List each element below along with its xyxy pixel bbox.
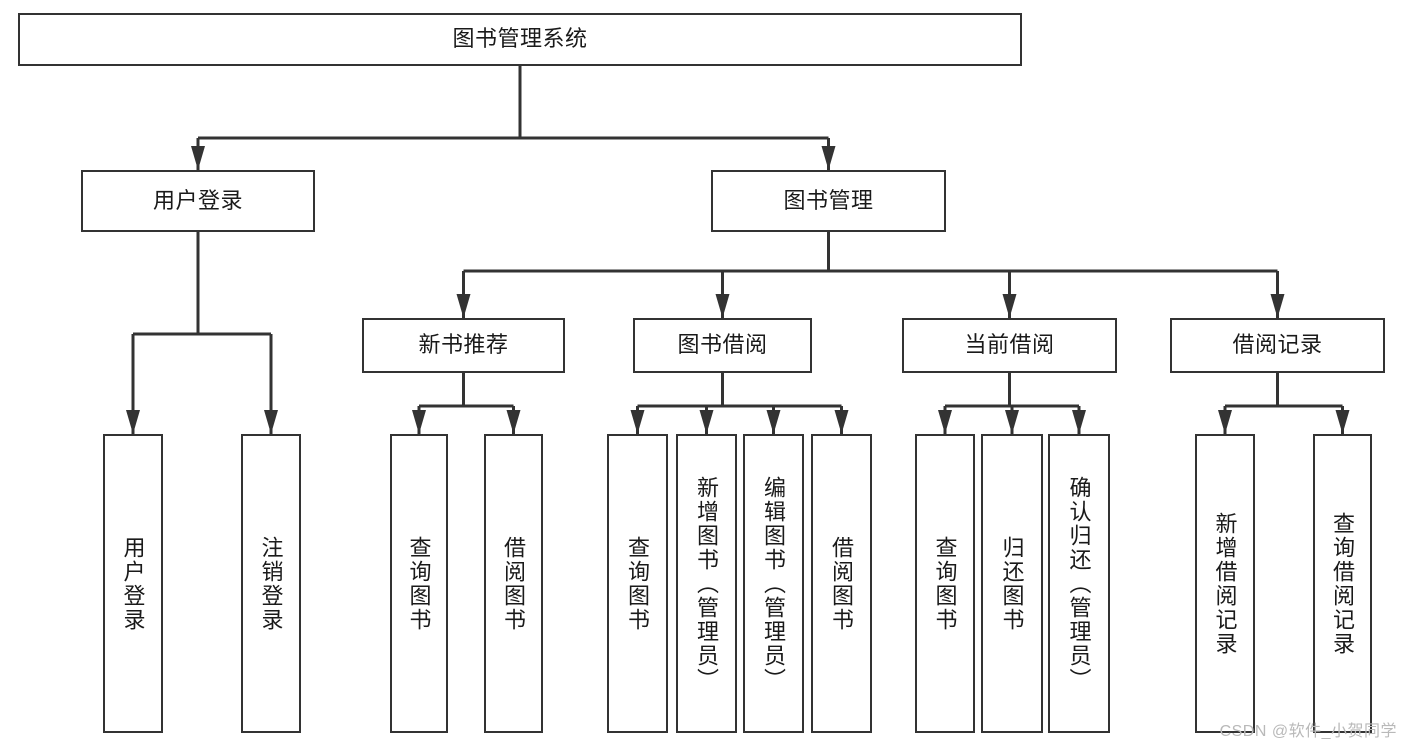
node-label: 图书管理系统: [452, 26, 588, 52]
node-l_qbook3[interactable]: 查询图书: [915, 434, 975, 733]
node-borrow[interactable]: 图书借阅: [633, 318, 812, 373]
node-l_logout[interactable]: 注销登录: [241, 434, 301, 733]
arrow-head: [191, 146, 205, 170]
arrow-head: [456, 294, 471, 318]
node-l_confirm[interactable]: 确认归还（管理员）: [1048, 434, 1110, 733]
arrow-head: [1335, 410, 1350, 434]
node-l_qbook1[interactable]: 查询图书: [390, 434, 448, 733]
node-l_login[interactable]: 用户登录: [103, 434, 163, 733]
node-label: 确认归还（管理员）: [1066, 475, 1092, 692]
node-label: 查询图书: [625, 535, 651, 632]
node-label: 查询图书: [406, 535, 432, 632]
node-label: 归还图书: [999, 535, 1025, 632]
arrow-head: [1218, 410, 1232, 434]
arrow-head: [1005, 410, 1019, 434]
node-label: 用户登录: [152, 187, 243, 213]
node-l_bbook2[interactable]: 借阅图书: [811, 434, 872, 733]
node-label: 新增借阅记录: [1212, 511, 1238, 656]
node-label: 注销登录: [258, 535, 284, 632]
node-label: 当前借阅: [964, 332, 1055, 358]
arrow-head: [506, 410, 521, 434]
node-label: 新增图书（管理员）: [694, 475, 720, 692]
arrow-head: [264, 410, 278, 434]
node-label: 查询借阅记录: [1330, 511, 1356, 656]
node-l_addbook[interactable]: 新增图书（管理员）: [676, 434, 737, 733]
node-l_bbook1[interactable]: 借阅图书: [484, 434, 543, 733]
node-current[interactable]: 当前借阅: [902, 318, 1117, 373]
watermark-label: CSDN @软件_小贺同学: [1219, 723, 1397, 740]
arrow-head: [1270, 294, 1285, 318]
node-label: 查询图书: [932, 535, 958, 632]
node-l_editbook[interactable]: 编辑图书（管理员）: [743, 434, 804, 733]
node-login[interactable]: 用户登录: [81, 170, 315, 232]
node-root[interactable]: 图书管理系统: [18, 13, 1022, 66]
arrow-head: [821, 146, 836, 170]
arrow-head: [126, 410, 140, 434]
arrow-head: [699, 410, 714, 434]
node-bookmgmt[interactable]: 图书管理: [711, 170, 946, 232]
node-records[interactable]: 借阅记录: [1170, 318, 1385, 373]
node-newrec[interactable]: 新书推荐: [362, 318, 565, 373]
arrow-head: [630, 410, 645, 434]
node-l_qrec[interactable]: 查询借阅记录: [1313, 434, 1372, 733]
node-l_qbook2[interactable]: 查询图书: [607, 434, 668, 733]
node-label: 用户登录: [120, 535, 146, 632]
node-label: 编辑图书（管理员）: [761, 475, 787, 692]
node-label: 借阅记录: [1232, 332, 1323, 358]
node-label: 借阅图书: [829, 535, 855, 632]
arrow-head: [1002, 294, 1017, 318]
node-label: 新书推荐: [418, 332, 509, 358]
node-l_return[interactable]: 归还图书: [981, 434, 1043, 733]
arrow-head: [834, 410, 849, 434]
arrow-head: [1072, 410, 1086, 434]
arrow-head: [715, 294, 730, 318]
arrow-head: [766, 410, 781, 434]
node-label: 图书借阅: [677, 332, 768, 358]
arrow-head: [412, 410, 426, 434]
node-l_addrec[interactable]: 新增借阅记录: [1195, 434, 1255, 733]
node-label: 借阅图书: [501, 535, 527, 632]
arrow-head: [938, 410, 952, 434]
node-label: 图书管理: [783, 187, 874, 213]
